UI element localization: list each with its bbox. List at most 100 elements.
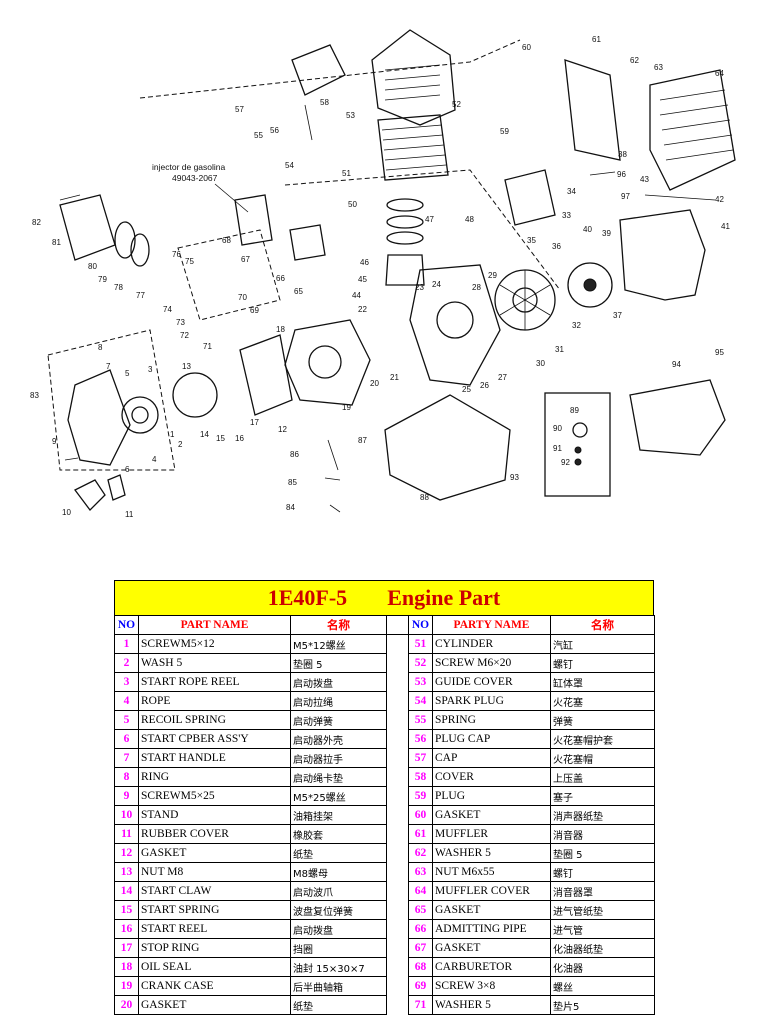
part-label: 43 [640,175,649,184]
assembly-outline-top [139,39,521,99]
part-label: 87 [358,436,367,445]
part-name-2: PLUG CAP [432,729,551,749]
part-label: 22 [358,305,367,314]
part-no-2: 61 [408,824,433,844]
part-cn-name-2: 进气管纸垫 [550,900,655,920]
column-gap [386,862,409,882]
part-no-2: 67 [408,938,433,958]
column-gap [386,957,409,977]
part-cn-name: 橡胶套 [290,824,387,844]
part-no-2: 59 [408,786,433,806]
part-no-2: 58 [408,767,433,787]
part-no: 17 [114,938,139,958]
part-label: 27 [498,373,507,382]
column-gap [386,729,409,749]
injector-annotation-line1: injector de gasolina [152,162,226,172]
column-gap [386,691,409,711]
ignition-coil-part [504,169,556,226]
part-label: 86 [290,450,299,459]
part-cn-name: 挡圈 [290,938,387,958]
part-label: 88 [420,493,429,502]
crankcase-part [284,264,501,406]
part-label: 11 [125,510,134,519]
part-name-2: CARBURETOR [432,957,551,977]
part-label: 65 [294,287,303,296]
column-gap [386,653,409,673]
part-cn-name-2: 化油器 [550,957,655,977]
part-name: OIL SEAL [138,957,291,977]
part-name-2: SCREW M6×20 [432,653,551,673]
part-label: 59 [500,127,509,136]
part-cn-name-2: 塞子 [550,786,655,806]
column-gap [386,786,409,806]
part-name-2: NUT M6x55 [432,862,551,882]
part-name-2: WASHER 5 [432,995,551,1015]
part-label: 42 [715,195,724,204]
column-gap [386,843,409,863]
part-label: 37 [613,311,622,320]
part-label: 58 [320,98,329,107]
part-label: 70 [238,293,247,302]
part-name-2: SCREW 3×8 [432,976,551,996]
flywheel-part [494,269,556,331]
part-label: 10 [62,508,71,517]
part-no-2: 69 [408,976,433,996]
part-label: 55 [254,131,263,140]
assembly-outline-starter [47,329,176,471]
piston-rings-part [385,198,425,286]
carburetor-part [234,194,326,261]
part-label: 47 [425,215,434,224]
assembly-outline-carb [177,229,281,321]
part-label: 62 [630,56,639,65]
part-no-2: 71 [408,995,433,1015]
part-name: RECOIL SPRING [138,710,291,730]
part-label: 30 [536,359,545,368]
part-label: 14 [200,430,209,439]
part-label: 68 [222,236,231,245]
column-gap [386,710,409,730]
part-label: 69 [250,306,259,315]
part-no: 2 [114,653,139,673]
part-label: 71 [203,342,212,351]
part-name-2: GASKET [432,805,551,825]
clutch-part [567,262,613,308]
part-cn-name-2: 弹簧 [550,710,655,730]
part-name: RING [138,767,291,787]
part-label: 19 [342,403,351,412]
part-cn-name-2: 火花塞帽 [550,748,655,768]
header-no: NO [114,615,139,635]
header-party-name: PARTY NAME [432,615,551,635]
part-name-2: CYLINDER [432,634,551,654]
part-cn-name: 纸垫 [290,843,387,863]
part-label: 1 [170,430,175,439]
part-no: 8 [114,767,139,787]
part-label: 63 [654,63,663,72]
part-label: 2 [178,440,183,449]
column-gap [386,805,409,825]
part-name-2: GASKET [432,938,551,958]
part-no: 13 [114,862,139,882]
part-name: RUBBER COVER [138,824,291,844]
part-label: 52 [452,100,461,109]
header-no-2: NO [408,615,433,635]
table-title-model: 1E40F-5 [267,585,348,610]
part-no: 3 [114,672,139,692]
part-cn-name: M5*12螺丝 [290,634,387,654]
part-no-2: 62 [408,843,433,863]
part-label: 46 [360,258,369,267]
column-gap [386,748,409,768]
part-label: 94 [672,360,681,369]
part-cn-name-2: 缸体罩 [550,672,655,692]
part-cn-name-2: 螺钉 [550,862,655,882]
part-label: 80 [88,262,97,271]
